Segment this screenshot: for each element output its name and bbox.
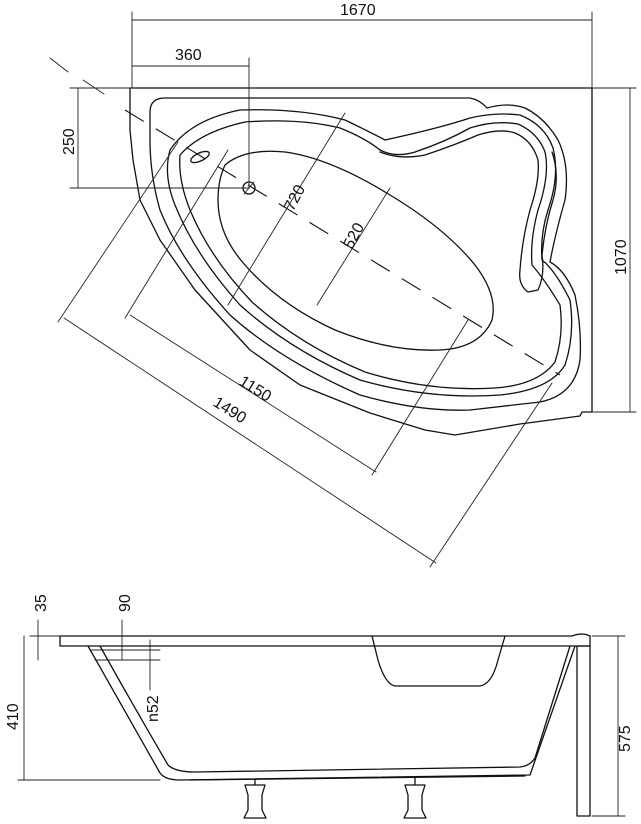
side-tub-inner — [99, 645, 571, 773]
dim-inner-depth: 410 — [5, 703, 22, 730]
dim-outer-length: 1490 — [210, 394, 249, 427]
centerline-tick-2 — [82, 79, 105, 95]
rim-contour — [149, 97, 582, 411]
dim-1490-ext-right — [429, 382, 553, 568]
dim-overall-depth: 1070 — [613, 239, 630, 275]
side-panel — [576, 645, 591, 817]
dim-drain-offset-x: 360 — [175, 47, 202, 64]
dim-overflow: n52 — [145, 695, 162, 722]
inner-oval — [217, 150, 494, 351]
dim-1490-line — [63, 317, 437, 564]
outer-contour — [129, 87, 593, 436]
dim-overall-width: 1670 — [340, 2, 376, 19]
dim-inner-width: 720 — [282, 182, 310, 214]
side-tub-body — [87, 645, 576, 781]
basin-outer — [166, 109, 573, 397]
dim-rim-step: 90 — [117, 594, 134, 612]
dim-1150-line — [129, 314, 377, 473]
seat-contour — [379, 130, 557, 293]
dim-1150-ext-left — [124, 149, 229, 319]
dim-drain-offset-y: 250 — [61, 128, 78, 155]
dim-inner-length: 1150 — [236, 373, 274, 406]
dim-720-line — [227, 112, 346, 306]
side-seat-step — [371, 635, 506, 687]
side-base — [189, 775, 526, 781]
overflow-slot — [190, 150, 210, 164]
top-view: 1670 360 250 1070 720 520 1150 1490 — [49, 2, 637, 568]
dim-rim-thickness: 35 — [33, 594, 50, 612]
dim-1490-ext-left — [57, 141, 179, 323]
dim-1150-ext-right — [371, 319, 469, 476]
side-rim — [59, 633, 591, 647]
dim-total-height: 575 — [617, 725, 634, 752]
centerline-tick-1 — [49, 57, 69, 73]
dim-520-line — [316, 187, 391, 306]
centerline — [124, 109, 561, 376]
basin-inner — [179, 120, 562, 390]
foot-left — [243, 784, 267, 819]
side-view: 35 90 n52 410 575 — [5, 594, 634, 819]
foot-right — [403, 784, 427, 819]
dim-inner-bottom-width: 520 — [341, 220, 369, 252]
